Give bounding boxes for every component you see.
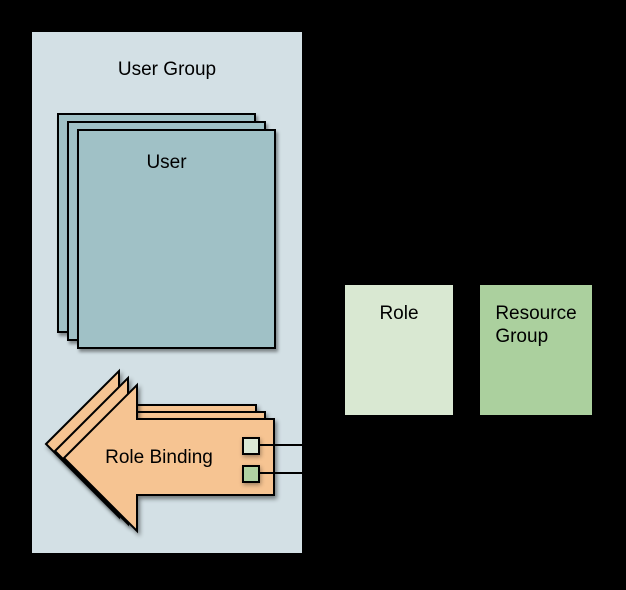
role-binding-arrow [62,382,275,534]
role-label: Role [379,303,419,324]
role-binding-label: Role Binding [105,447,213,468]
resource-group-label: Resource Group [495,303,577,347]
user-group-label: User Group [117,59,217,80]
resource-group-node: Resource Group [480,285,592,415]
user-node [77,129,276,349]
resource-group-ref-chip [242,465,260,483]
role-node: Role [345,285,453,415]
role-ref-chip [242,437,260,455]
user-label: User [146,152,187,173]
